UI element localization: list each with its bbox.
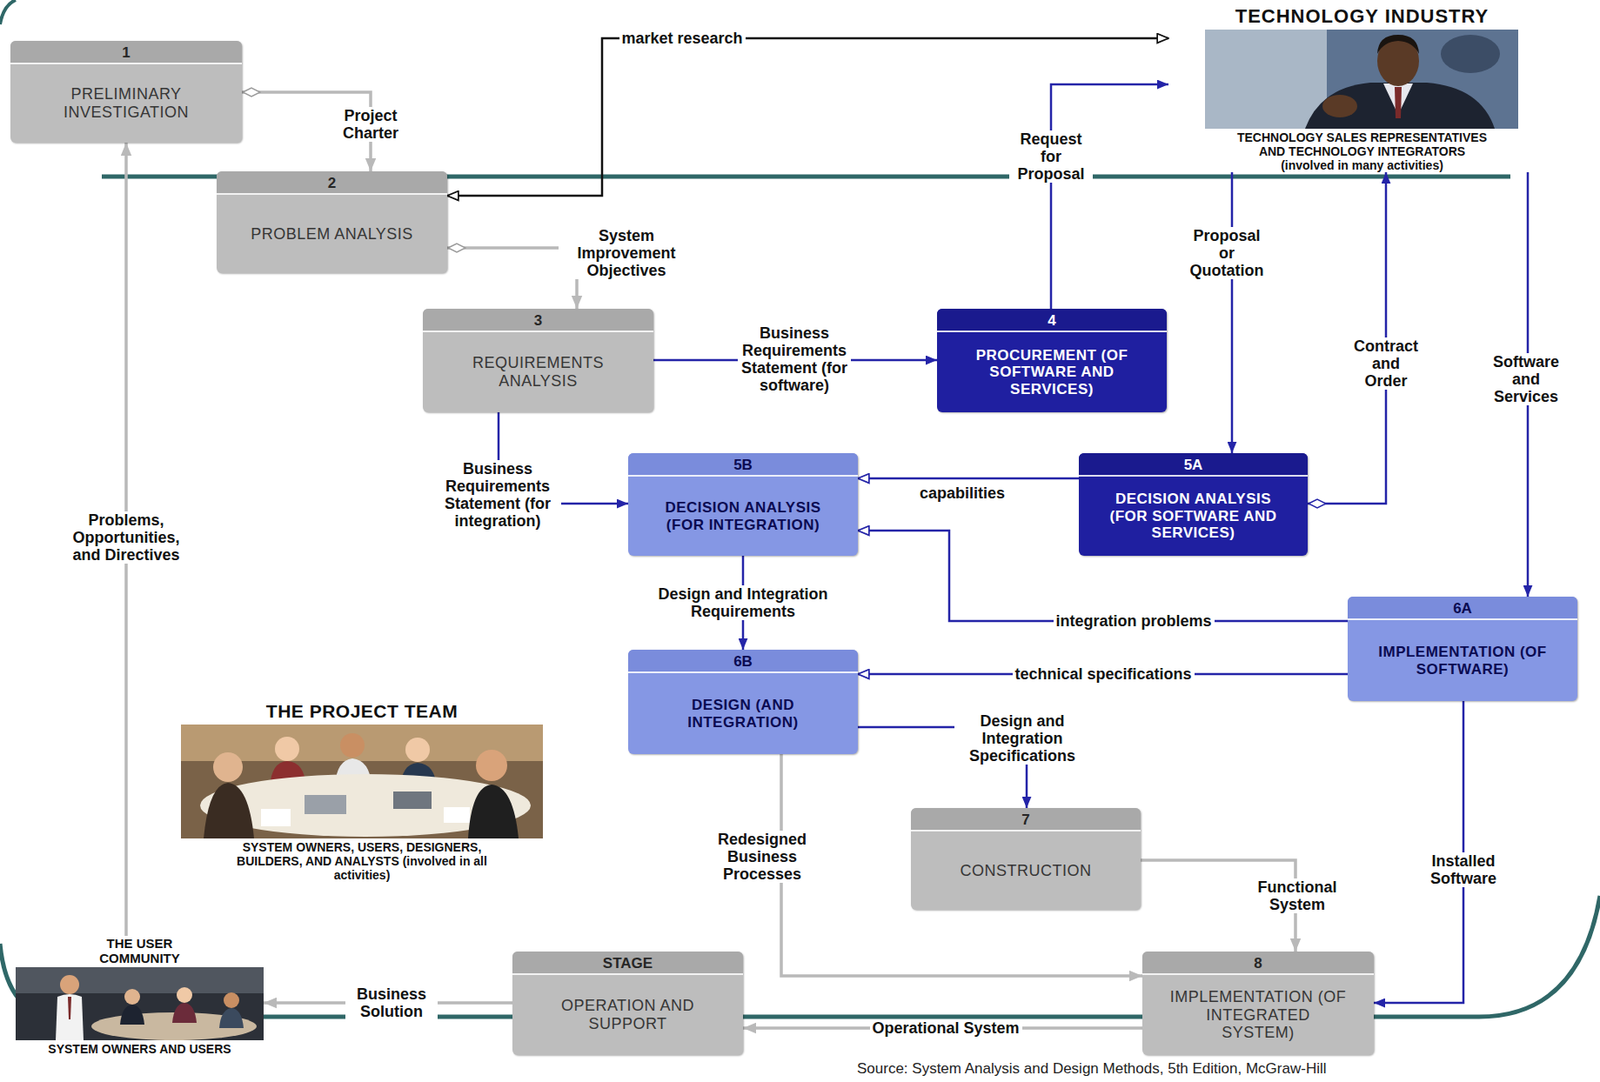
step-title: DECISION ANALYSIS (FOR SOFTWARE AND SERV… — [1078, 476, 1308, 556]
flow-label: Operational System — [870, 1019, 1023, 1038]
process-box: 5BDECISION ANALYSIS (FOR INTEGRATION) — [628, 453, 858, 556]
step-title: CONSTRUCTION — [910, 831, 1141, 911]
step-title: IMPLEMENTATION (OF SOFTWARE) — [1347, 620, 1578, 702]
process-box: 3REQUIREMENTS ANALYSIS — [422, 308, 654, 413]
photo-caption: TECHNOLOGY SALES REPRESENTATIVES AND TEC… — [1231, 130, 1494, 173]
flow-label: capabilities — [917, 484, 1008, 503]
step-number: 8 — [1142, 951, 1374, 976]
photo-heading: THE USER COMMUNITY — [74, 936, 206, 968]
photo-heading: TECHNOLOGY INDUSTRY — [1168, 3, 1556, 30]
flow-label: Business Solution — [345, 985, 438, 1021]
source-note: Source: System Analysis and Design Metho… — [856, 1060, 1327, 1078]
flow-label: market research — [619, 29, 746, 47]
flow-label: technical specifications — [1012, 665, 1195, 683]
user-community-photo — [15, 967, 264, 1041]
sales-rep-photo — [1205, 29, 1519, 129]
process-box: 6AIMPLEMENTATION (OF SOFTWARE) — [1347, 596, 1578, 702]
step-title: DECISION ANALYSIS (FOR INTEGRATION) — [628, 476, 858, 556]
frame-band — [0, 0, 16, 25]
flow-arrow — [1231, 172, 1234, 454]
flow-arrow — [857, 477, 1079, 481]
step-title: PRELIMINARY INVESTIGATION — [10, 64, 242, 143]
photo-panel: THE PROJECT TEAM SYSTEM OWNERS, USERS, DE… — [173, 698, 551, 883]
flow-arrow — [781, 754, 1143, 977]
step-number: 6A — [1347, 596, 1578, 621]
flow-label: Request for Proposal — [1009, 130, 1093, 183]
flow-arrow — [447, 247, 577, 309]
flow-label: System Improvement Objectives — [558, 227, 695, 280]
flow-label: Design and Integration Requirements — [627, 585, 859, 621]
flow-label: Contract and Order — [1348, 337, 1424, 390]
photo-caption: SYSTEM OWNERS AND USERS — [15, 1042, 264, 1057]
flow-arrow — [447, 38, 1169, 196]
flow-label: Problems, Opportunities, and Directives — [62, 511, 190, 564]
flow-label: Business Requirements Statement (for sof… — [737, 324, 851, 395]
flow-label: Project Charter — [324, 107, 417, 142]
process-box: 5ADECISION ANALYSIS (FOR SOFTWARE AND SE… — [1078, 453, 1308, 556]
photo-panel: THE USER COMMUNITY SYSTEM OWNERS AND USER… — [15, 936, 264, 1057]
step-number: 2 — [216, 171, 448, 195]
process-box: 4PROCUREMENT (OF SOFTWARE AND SERVICES) — [937, 308, 1167, 413]
process-box: 2PROBLEM ANALYSIS — [216, 171, 448, 274]
step-number: 5A — [1078, 453, 1308, 477]
process-box: 8IMPLEMENTATION (OF INTEGRATED SYSTEM) — [1142, 951, 1374, 1056]
process-box: 7CONSTRUCTION — [910, 808, 1141, 911]
step-number: 4 — [937, 308, 1167, 333]
step-title: PROBLEM ANALYSIS — [216, 194, 448, 274]
process-box: 1PRELIMINARY INVESTIGATION — [10, 40, 242, 143]
flow-label: integration problems — [1053, 612, 1215, 630]
flow-arrow — [1051, 84, 1169, 309]
project-team-photo — [180, 724, 543, 839]
step-number: 1 — [10, 40, 242, 65]
step-title: IMPLEMENTATION (OF INTEGRATED SYSTEM) — [1142, 975, 1374, 1056]
step-title: OPERATION AND SUPPORT — [512, 975, 744, 1056]
flow-label: Design and Integration Specifications — [954, 712, 1091, 765]
process-box: 6BDESIGN (AND INTEGRATION) — [628, 649, 858, 755]
flow-label: Software and Services — [1486, 353, 1567, 406]
flow-label: Redesigned Business Processes — [702, 830, 822, 884]
step-title: DESIGN (AND INTEGRATION) — [628, 673, 858, 755]
photo-caption: SYSTEM OWNERS, USERS, DESIGNERS, BUILDER… — [231, 840, 493, 883]
photo-heading: THE PROJECT TEAM — [173, 698, 551, 725]
step-title: PROCUREMENT (OF SOFTWARE AND SERVICES) — [937, 332, 1167, 413]
flow-label: Functional System — [1246, 878, 1348, 914]
step-title: REQUIREMENTS ANALYSIS — [422, 332, 654, 413]
step-number: STAGE — [512, 951, 744, 976]
step-number: 5B — [628, 453, 858, 477]
photo-panel: TECHNOLOGY INDUSTRY TECHNOLOGY SALES REPR… — [1168, 3, 1556, 173]
step-number: 6B — [628, 649, 858, 674]
flow-label: Proposal or Quotation — [1184, 227, 1269, 280]
step-number: 3 — [422, 308, 654, 333]
step-number: 7 — [910, 808, 1141, 832]
flow-label: Business Requirements Statement (for int… — [434, 460, 562, 530]
flow-label: Installed Software — [1417, 852, 1510, 888]
process-box: STAGEOPERATION AND SUPPORT — [512, 951, 744, 1056]
